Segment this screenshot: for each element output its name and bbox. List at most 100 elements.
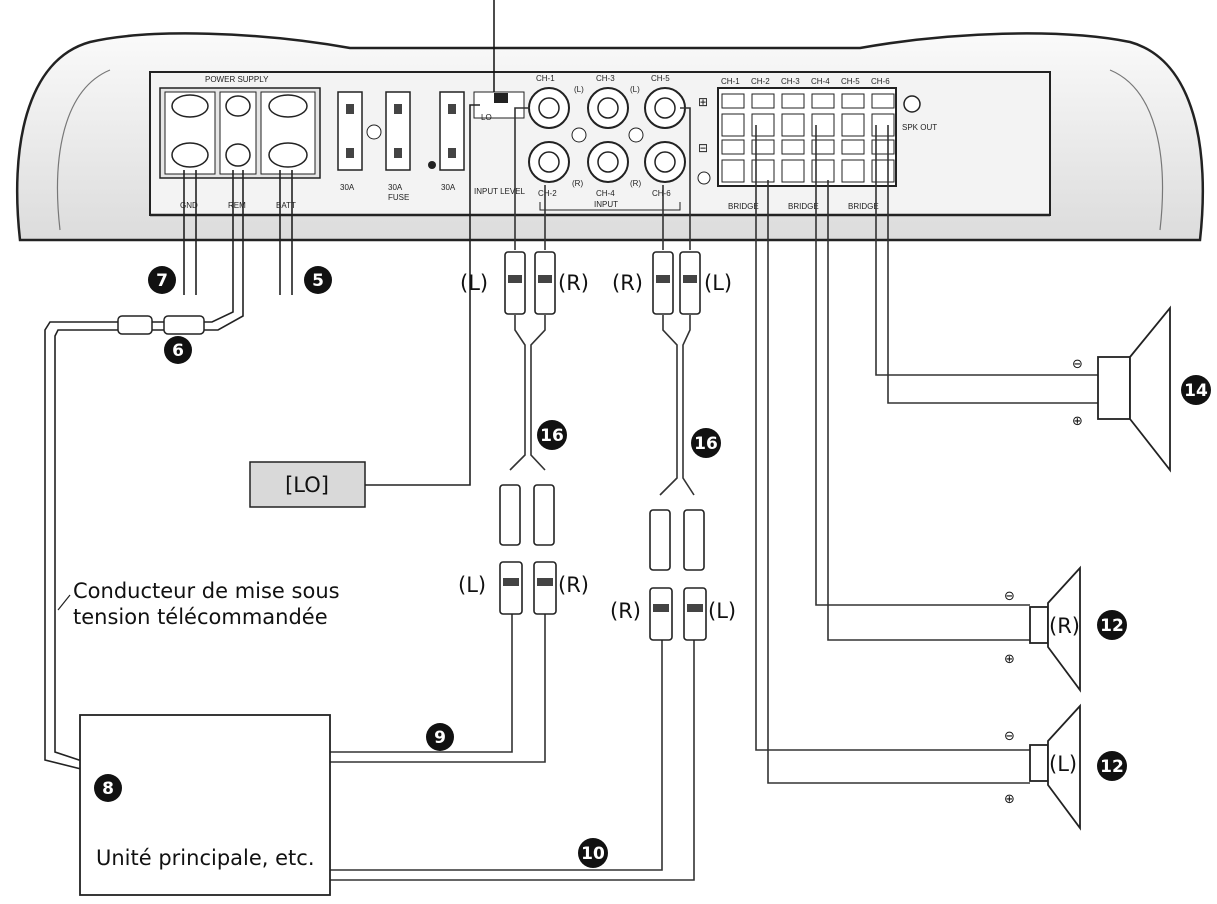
speaker-wires: [755, 125, 1098, 784]
input-ch1-label: CH-1: [536, 74, 555, 83]
terminal-label-rem: REM: [228, 201, 246, 210]
power-wires: [44, 170, 293, 771]
rca-input-jacks: [528, 87, 686, 183]
input-level-label: INPUT LEVEL: [474, 187, 526, 196]
speaker-14: [1097, 305, 1171, 473]
rca-label-bot-left-l: (L): [458, 573, 486, 597]
speaker-l-label: (L): [1049, 752, 1077, 776]
led-icon: [428, 161, 436, 169]
input-ch4-label: CH-4: [596, 189, 615, 198]
input-sub-2: (L): [630, 85, 640, 94]
svg-text:9: 9: [434, 728, 446, 748]
head-unit-label: Unité principale, etc.: [96, 846, 315, 870]
fuse-1: [337, 91, 363, 171]
svg-text:7: 7: [156, 271, 168, 291]
terminal-label-gnd: GND: [180, 201, 198, 210]
input-caption: INPUT: [594, 200, 618, 209]
terminal-label-batt: BATT: [276, 201, 296, 210]
plus-icon: ⊕: [1004, 652, 1015, 667]
screw-icon: [366, 124, 382, 140]
lo-pointer-line: [365, 104, 480, 486]
callout-16b: 16: [691, 428, 721, 458]
spk-ch5-label: CH-5: [841, 77, 860, 86]
input-sub-3: (R): [572, 179, 583, 188]
rca-cables: [330, 107, 695, 881]
speaker-12-right: [1029, 565, 1081, 693]
fuse-label-2: 30A: [388, 183, 403, 192]
plus-terminal-icon: ⊞: [698, 95, 708, 109]
speaker-12-left: [1029, 703, 1081, 831]
svg-text:16: 16: [694, 434, 718, 454]
rca-label-top-left-l: (L): [460, 271, 488, 295]
minus-terminal-icon: ⊟: [698, 141, 708, 155]
bridge-label-2: BRIDGE: [788, 202, 819, 211]
input-ch5-label: CH-5: [651, 74, 670, 83]
fuse-caption: FUSE: [388, 193, 409, 202]
fuse-label-1: 30A: [340, 183, 355, 192]
plus-icon: ⊕: [1072, 414, 1083, 429]
terminal-rem: [219, 91, 257, 175]
inline-fuse-holder: [117, 315, 205, 335]
plus-icon: ⊕: [1004, 792, 1015, 807]
fuse-2: [385, 91, 411, 171]
remote-lead-line1: Conducteur de mise sous: [73, 579, 340, 603]
bridge-label-1: BRIDGE: [728, 202, 759, 211]
terminal-gnd: [164, 91, 216, 175]
input-ch2-label: CH-2: [538, 189, 557, 198]
rca-label-bot-right-l: (L): [708, 599, 736, 623]
spk-ch4-label: CH-4: [811, 77, 830, 86]
lo-box: [249, 461, 366, 508]
rca-label-top-right-l: (L): [704, 271, 732, 295]
callout-12a: 12: [1097, 610, 1127, 640]
remote-lead-line2: tension télécommandée: [73, 605, 328, 629]
callout-14: 14: [1181, 375, 1211, 405]
rca-label-top-left-r: (R): [558, 271, 589, 295]
svg-text:12: 12: [1100, 616, 1124, 636]
input-sub-4: (R): [630, 179, 641, 188]
minus-icon: ⊖: [1004, 589, 1015, 604]
spk-ch6-label: CH-6: [871, 77, 890, 86]
input-ch3-label: CH-3: [596, 74, 615, 83]
screw-small-icon: [697, 171, 711, 185]
callout-10: 10: [578, 838, 608, 868]
rca-label-bot-right-r: (R): [610, 599, 641, 623]
rca-label-top-right-r: (R): [612, 271, 643, 295]
svg-text:12: 12: [1100, 757, 1124, 777]
speaker-terminal-block: [717, 87, 897, 187]
head-unit-box: [79, 714, 331, 896]
svg-text:5: 5: [312, 271, 324, 291]
minus-icon: ⊖: [1004, 729, 1015, 744]
svg-text:14: 14: [1184, 381, 1208, 401]
rca-plugs: [499, 251, 707, 641]
minus-icon: ⊖: [1072, 357, 1083, 372]
rca-label-bot-left-r: (R): [558, 573, 589, 597]
callout-12b: 12: [1097, 751, 1127, 781]
input-ch6-label: CH-6: [652, 189, 671, 198]
amplifier: POWER SUPPLY GND REM BATT: [15, 0, 1205, 242]
svg-text:6: 6: [172, 341, 184, 361]
bridge-label-3: BRIDGE: [848, 202, 879, 211]
svg-text:16: 16: [540, 426, 564, 446]
callout-16a: 16: [537, 420, 567, 450]
svg-text:8: 8: [102, 779, 114, 799]
power-supply-label: POWER SUPPLY: [205, 75, 269, 84]
spk-ch3-label: CH-3: [781, 77, 800, 86]
callout-6: 6: [164, 336, 192, 364]
callout-9: 9: [426, 723, 454, 751]
fuse-label-3: 30A: [441, 183, 456, 192]
callout-8: 8: [94, 774, 122, 802]
switch-lo-label: LO: [481, 113, 492, 122]
terminal-batt: [260, 91, 316, 175]
fuse-3: [439, 91, 465, 171]
spk-ch2-label: CH-2: [751, 77, 770, 86]
remote-lead-pointer: [57, 594, 71, 611]
speaker-r-label: (R): [1049, 614, 1080, 638]
spk-out-label: SPK OUT: [902, 123, 937, 132]
callout-5: 5: [304, 266, 332, 294]
svg-text:10: 10: [581, 844, 605, 864]
ground-screw-icon: [903, 95, 921, 113]
spk-ch1-label: CH-1: [721, 77, 740, 86]
callout-7: 7: [148, 266, 176, 294]
